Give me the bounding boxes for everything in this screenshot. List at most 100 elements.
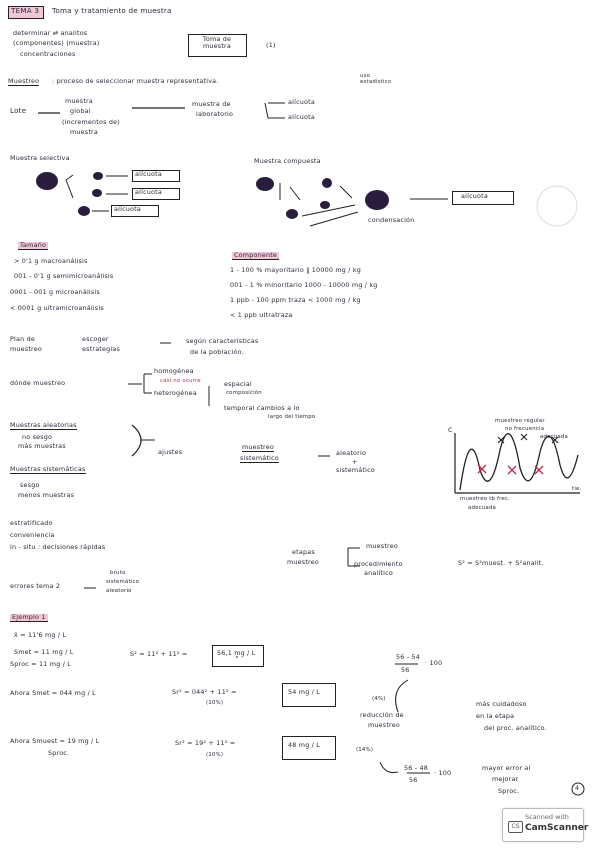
- lote-b4: muestra: [70, 128, 98, 136]
- tamano-row-1: > 0'1 g macroanálisis: [14, 257, 88, 265]
- tamano-head: Tamaño: [18, 241, 49, 251]
- componente-row-1: 1 - 100 % mayoritario ‖ 10000 mg / kg: [230, 266, 362, 274]
- ej-frac2b: 56: [409, 776, 418, 784]
- ej-pct2: (14%): [356, 747, 374, 753]
- compuesta-al: alícuota: [461, 192, 488, 200]
- donde-esp2: composición: [226, 390, 262, 396]
- graph-top1: muestreo regular: [495, 418, 545, 424]
- sel-a2: alícuota: [135, 188, 162, 196]
- ej-res3: 48 mg / L: [288, 741, 321, 749]
- etapas-eq: S² = S²muest. + S²analit.: [458, 559, 544, 567]
- toma-label: Toma de muestra: [202, 35, 232, 51]
- ej-sproc: Sproc = 11 mg / L: [10, 660, 72, 668]
- scanner-line-1: Scanned with: [525, 813, 569, 821]
- tipos-r2: +: [352, 458, 358, 466]
- ej-mayor1: mayor error al: [482, 764, 531, 772]
- graph-top3: adecuada: [540, 434, 569, 440]
- lote-b3: (incrementos de): [62, 118, 120, 126]
- sel-a1: alícuota: [135, 170, 162, 178]
- ej-frac2: 56 - 48: [404, 764, 429, 772]
- componente-head: Componente: [232, 251, 280, 261]
- ej-frac1: 56 - 54: [396, 653, 421, 661]
- ej-mas2: en la etapa: [476, 712, 515, 720]
- lote-al1: alícuota: [288, 98, 315, 106]
- ej-eq1: S² = 11² + 11² =: [130, 650, 188, 658]
- intro-line-1: determinar ⇄ analitos: [13, 29, 88, 37]
- muestreo-side: uso estadístico: [360, 73, 392, 86]
- tamano-row-2: 001 - 0'1 g semimicroanálisis: [14, 272, 114, 280]
- compuesta-cond: condensación: [368, 216, 415, 224]
- graph-bot2: adecuada: [468, 505, 497, 511]
- ej-p2: (10%): [206, 700, 224, 706]
- ej-frac1b: 56: [401, 666, 410, 674]
- ej-mas1: más cuidadoso: [476, 700, 527, 708]
- ej-sproc2: Sproc.: [48, 749, 70, 757]
- graph-tie: tie.: [572, 486, 582, 492]
- toma-box: [188, 34, 247, 57]
- comp-box: [452, 191, 514, 205]
- donde-temp1: temporal cambios a lo: [224, 404, 300, 412]
- otros-e3: in - situ : decisiones rápidas: [10, 543, 106, 551]
- lote-b1: muestra: [65, 97, 93, 105]
- scanner-line-2: CamScanner: [525, 823, 589, 833]
- ej-ahora1: Ahora Smet = 044 mg / L: [10, 689, 96, 697]
- plan-l4: estrategias: [82, 345, 121, 353]
- plan-l3: escoger: [82, 335, 109, 343]
- plan-l1: Plan de: [10, 335, 36, 343]
- lote-lab1: muestra de: [192, 100, 231, 108]
- tipos-a2: más muestras: [18, 442, 66, 450]
- tipos-a1: no sesgo: [22, 433, 53, 441]
- errores-r3: aleatorio: [106, 588, 132, 594]
- componente-row-4: < 1 ppb ultratraza: [230, 311, 293, 319]
- camscanner-badge: CS Scanned with CamScanner: [502, 808, 588, 842]
- compuesta-head: Muestra compuesta: [254, 157, 321, 165]
- otros-e1: estratificado: [10, 519, 53, 527]
- lote-lab2: laboratorio: [196, 110, 234, 118]
- donde-hetero: heterogénea: [154, 389, 197, 397]
- tipos-r1: aleatorio: [336, 449, 367, 457]
- errores-r1: bruto: [110, 570, 126, 576]
- sel-a3: alícuota: [114, 205, 141, 213]
- ej-pct1: (4%): [372, 696, 386, 702]
- errores-l: errores tema 2: [10, 582, 61, 590]
- sel-box-1: [132, 170, 180, 182]
- tipos-aleat: Muestras aleatorias: [10, 421, 77, 431]
- lote-al2: alícuota: [288, 113, 315, 121]
- ej-eq2: Sr² = 044² + 11² =: [172, 688, 237, 696]
- page-number: 4: [575, 784, 580, 792]
- donde-homo: homogénea: [154, 367, 194, 375]
- tipos-s1: sesgo: [20, 481, 40, 489]
- ej-res1: 56,1 mg / L: [217, 649, 256, 657]
- intro-line-2: (componentes) (muestra): [13, 39, 100, 47]
- ej-xbar: x̄ = 11'6 mg / L: [14, 631, 67, 639]
- graph-top2: no frecuencia: [505, 426, 545, 432]
- tipos-ajustes: ajustes: [158, 448, 183, 456]
- ej-p3: (10%): [206, 752, 224, 758]
- componente-row-2: 001 - 1 % minoritario 1000 - 10000 mg / …: [230, 281, 378, 289]
- sel-box-2: [132, 188, 180, 200]
- topic-box: [8, 6, 44, 19]
- intro-num: (1): [266, 41, 276, 49]
- ejemplo-head: Ejemplo 1: [10, 613, 48, 623]
- topic-label: TEMA 3: [11, 6, 40, 15]
- res2-box: [282, 683, 336, 707]
- tamano-row-4: < 0001 g ultramicroanálisis: [10, 304, 104, 312]
- ej-x100b: · 100: [434, 769, 452, 777]
- intro-line-3: concentraciones: [20, 50, 76, 58]
- muestreo-def: : proceso de seleccionar muestra represe…: [52, 77, 219, 85]
- etapas-m1: muestreo: [366, 542, 398, 550]
- ej-red1: reducción de: [360, 711, 404, 719]
- page-title: Toma y tratamiento de muestra: [52, 6, 172, 15]
- donde-label: dónde muestreo: [10, 379, 66, 387]
- ej-smet: Smet = 11 mg / L: [14, 648, 74, 656]
- otros-e2: conveniencia: [10, 531, 55, 539]
- donde-esp1: espacial: [224, 380, 252, 388]
- ej-eq3: Sr² = 19² + 11² =: [175, 739, 236, 747]
- plan-r1: según características: [186, 337, 259, 345]
- errores-r2: sistemático: [106, 579, 140, 585]
- etapas-m3: analítico: [364, 569, 393, 577]
- lote-b2: global: [70, 107, 91, 115]
- res1-box: [212, 645, 264, 667]
